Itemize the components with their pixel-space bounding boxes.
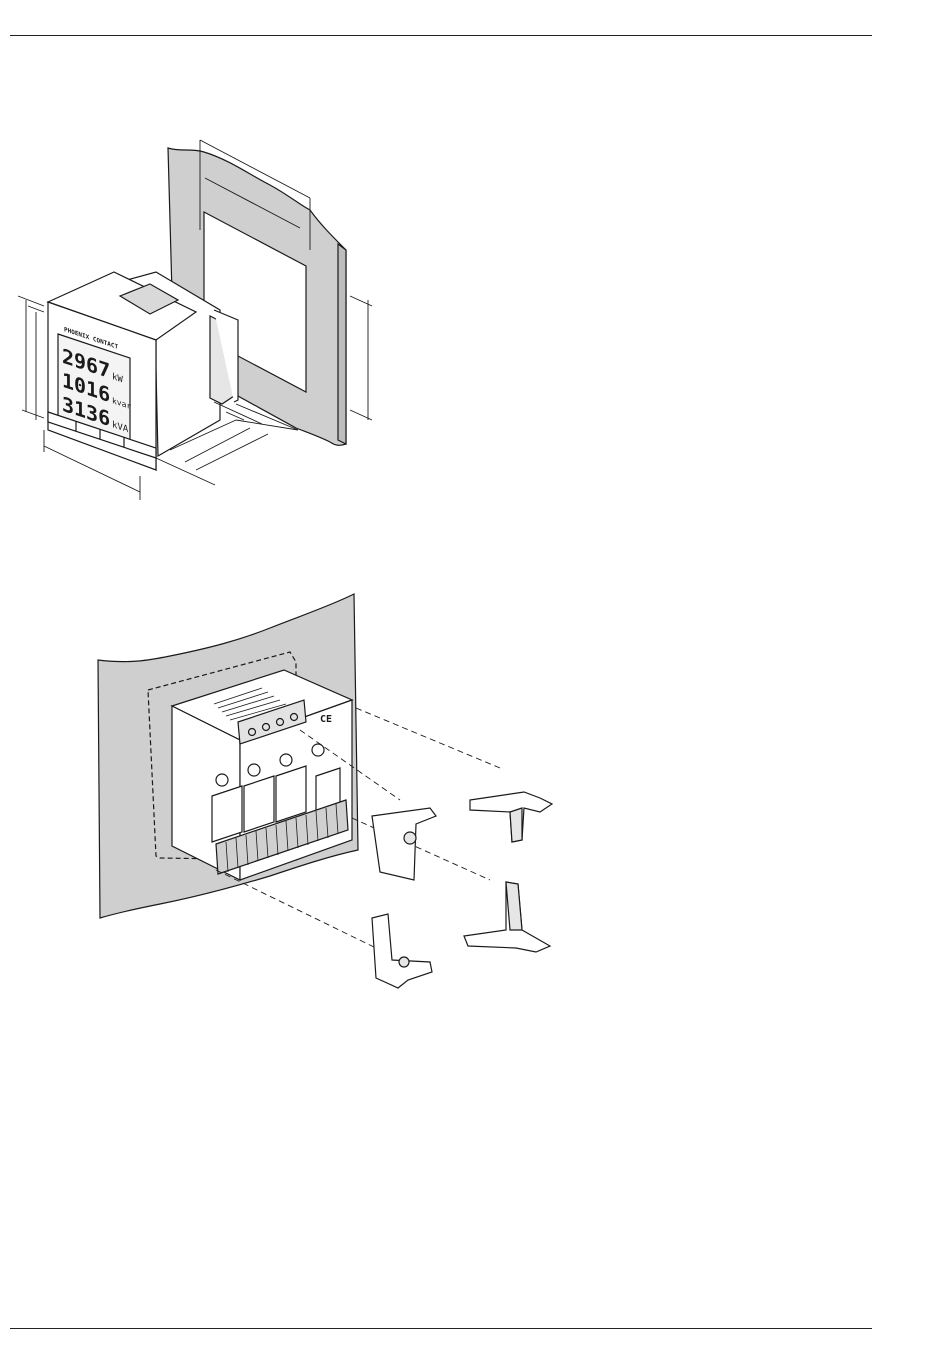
figure-panel-cutout: PHOENIX CONTACT 2967 kW 1016 kvar 3136 k… (0, 120, 400, 520)
top-rule (10, 35, 872, 36)
figure-mounting-clips: CE (0, 580, 580, 1000)
ce-mark: CE (320, 714, 332, 725)
mounting-clip-4 (372, 914, 432, 988)
mounting-clip-2 (372, 808, 436, 880)
bottom-rule (10, 1328, 872, 1329)
